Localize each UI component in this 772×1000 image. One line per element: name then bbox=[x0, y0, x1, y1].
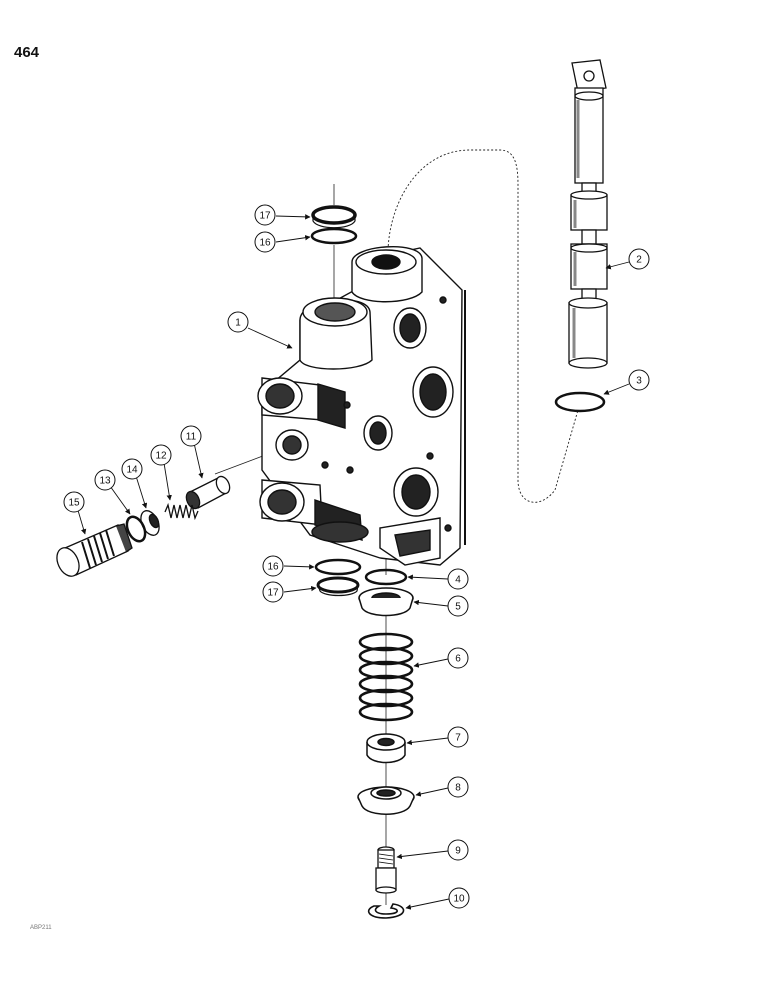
callout-16-top: 16 bbox=[254, 231, 276, 253]
svg-text:12: 12 bbox=[155, 451, 167, 462]
callout-14: 14 bbox=[121, 458, 143, 480]
callout-4: 4 bbox=[447, 568, 469, 590]
spool bbox=[568, 59, 608, 369]
o-ring-13 bbox=[125, 515, 147, 543]
bolt-9 bbox=[375, 846, 397, 894]
spacer-7 bbox=[366, 733, 406, 764]
callout-7: 7 bbox=[447, 726, 469, 748]
callout-10: 10 bbox=[448, 887, 470, 909]
valve-body bbox=[257, 245, 466, 566]
relief-sleeve-11 bbox=[185, 475, 231, 510]
relief-spring-12 bbox=[164, 502, 199, 521]
spring-seat-8 bbox=[357, 786, 415, 815]
lock-washer-10 bbox=[367, 903, 405, 919]
callout-13: 13 bbox=[94, 469, 116, 491]
svg-text:1: 1 bbox=[235, 318, 241, 329]
spring-seat-5 bbox=[358, 587, 414, 617]
svg-text:10: 10 bbox=[453, 894, 465, 905]
callout-16-bottom: 16 bbox=[262, 555, 284, 577]
leader-lines bbox=[76, 214, 630, 910]
svg-text:11: 11 bbox=[186, 432, 197, 443]
callout-17-bottom: 17 bbox=[262, 581, 284, 603]
svg-text:17: 17 bbox=[259, 211, 271, 222]
svg-text:9: 9 bbox=[455, 846, 461, 857]
relief-cartridge-15 bbox=[56, 523, 133, 577]
svg-text:13: 13 bbox=[99, 476, 111, 487]
svg-text:17: 17 bbox=[267, 588, 279, 599]
spring-6 bbox=[358, 632, 414, 722]
svg-text:4: 4 bbox=[455, 575, 461, 586]
callout-11: 11 bbox=[180, 425, 202, 447]
svg-text:2: 2 bbox=[636, 255, 642, 266]
callout-15: 15 bbox=[63, 491, 85, 513]
callout-6: 6 bbox=[447, 647, 469, 669]
svg-text:8: 8 bbox=[455, 783, 461, 794]
o-ring-4 bbox=[364, 568, 408, 586]
figure-code: ABP211 bbox=[30, 925, 52, 931]
svg-text:14: 14 bbox=[126, 465, 138, 476]
svg-text:15: 15 bbox=[68, 498, 80, 509]
svg-text:7: 7 bbox=[455, 733, 461, 744]
callout-2: 2 bbox=[628, 248, 650, 270]
o-ring-3 bbox=[554, 391, 606, 413]
spool-route-line bbox=[387, 149, 579, 503]
page-number: 464 bbox=[14, 44, 40, 61]
callout-3: 3 bbox=[628, 369, 650, 391]
callout-12: 12 bbox=[150, 444, 172, 466]
callout-9: 9 bbox=[447, 839, 469, 861]
svg-text:5: 5 bbox=[455, 602, 461, 613]
top-seals bbox=[310, 205, 358, 245]
callout-1: 1 bbox=[227, 311, 249, 333]
svg-text:6: 6 bbox=[455, 654, 461, 665]
svg-text:3: 3 bbox=[636, 376, 642, 387]
callout-17-top: 17 bbox=[254, 204, 276, 226]
bottom-seals bbox=[314, 558, 362, 597]
svg-text:16: 16 bbox=[267, 562, 279, 573]
callout-8: 8 bbox=[447, 776, 469, 798]
callout-5: 5 bbox=[447, 595, 469, 617]
svg-text:16: 16 bbox=[259, 238, 271, 249]
